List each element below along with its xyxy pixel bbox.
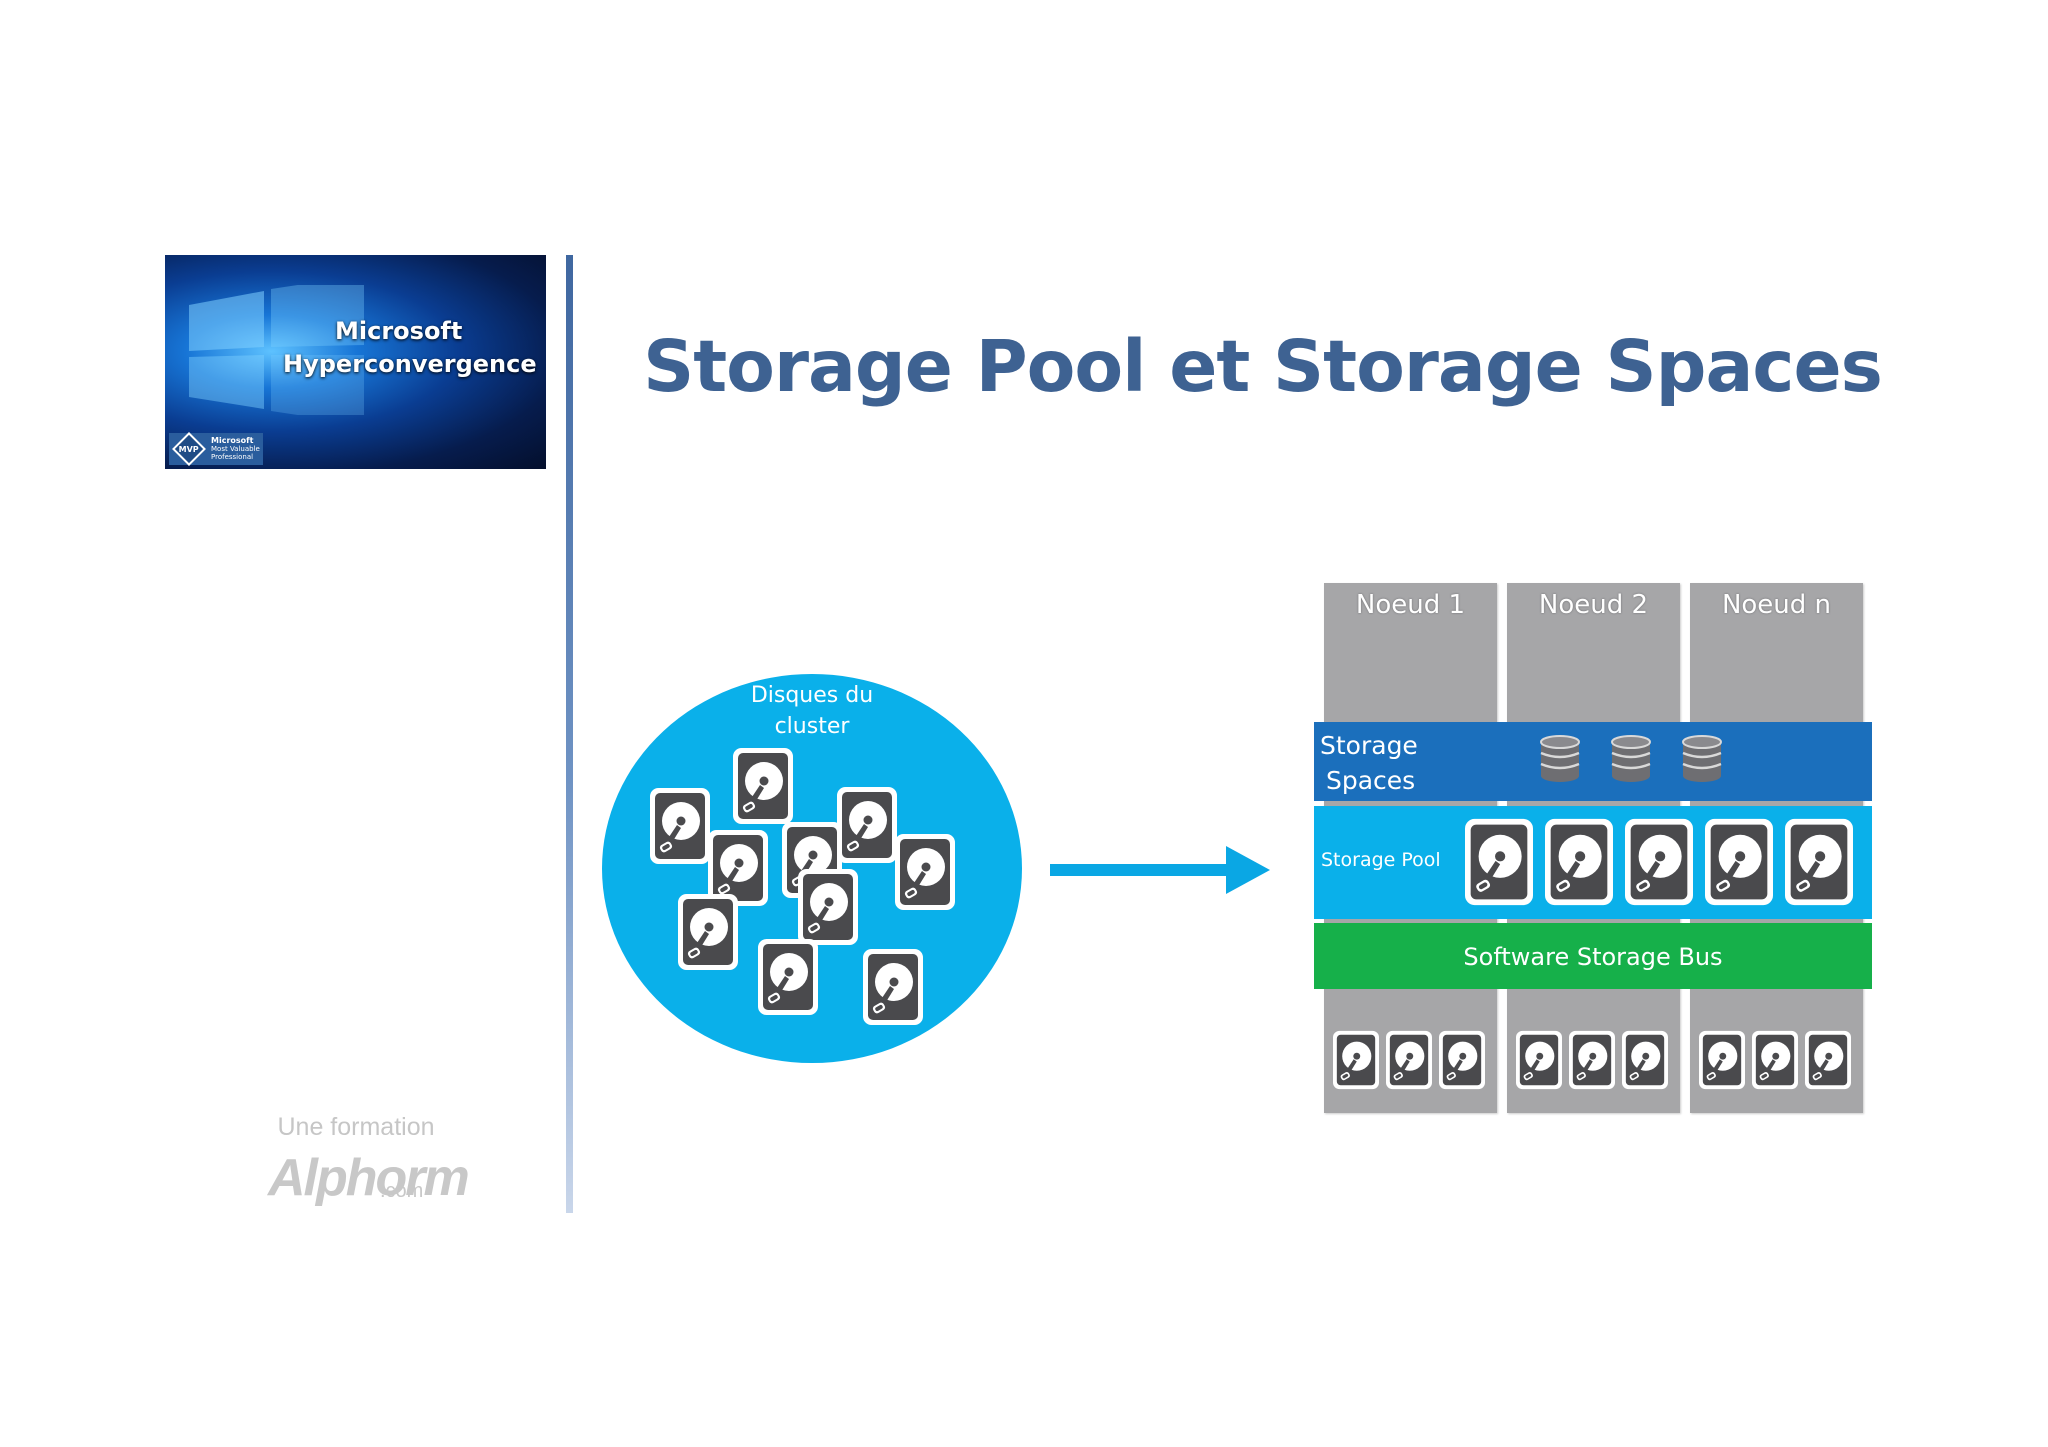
hard-disk-icon [837,785,897,865]
hard-disk-icon [1439,1029,1485,1091]
storage-spaces-label-line2: Spaces [1326,766,1416,795]
hard-disk-icon [650,786,710,866]
hard-disk-icon [678,892,738,972]
hard-disk-icon [758,937,818,1017]
mvp-logo-icon: MVP [172,432,206,466]
course-title-line1: Microsoft [335,317,463,345]
hard-disk-icon [1752,1029,1798,1091]
storage-spaces-layer [1314,722,1872,801]
mvp-badge: MVP Microsoft Most Valuable Professional [169,432,263,466]
hard-disk-icon [1625,816,1693,908]
node-label-1: Noeud 1 [1355,590,1466,620]
hard-disk-icon [1699,1029,1745,1091]
hard-disk-icon [863,947,923,1027]
hard-disk-icon [1705,816,1773,908]
vertical-divider [566,255,573,1213]
course-thumbnail: Microsoft Hyperconvergence MVP Microsoft… [165,255,546,469]
database-icon [1680,734,1724,784]
hard-disk-icon [1545,816,1613,908]
cluster-label-line2: cluster [774,714,850,739]
storage-pool-label: Storage Pool [1321,849,1441,871]
hard-disk-icon [1805,1029,1851,1091]
mvp-line1: Most Valuable [211,445,260,453]
hard-disk-icon [1465,816,1533,908]
alphorm-logo: Alphorm [268,1149,470,1207]
hard-disk-icon [1386,1029,1432,1091]
node-label-2: Noeud 2 [1538,590,1649,620]
hard-disk-icon [1622,1029,1668,1091]
node-label-n: Noeud n [1721,590,1832,620]
mvp-brand: Microsoft [211,436,254,445]
slide-title: Storage Pool et Storage Spaces [643,325,1883,408]
software-storage-bus-label: Software Storage Bus [1463,943,1723,971]
course-title-line2: Hyperconvergence [283,350,537,378]
hard-disk-icon [733,746,793,826]
alphorm-logo-suffix: .com [380,1180,424,1202]
hard-disk-icon [1569,1029,1615,1091]
storage-spaces-label-line1: Storage [1320,731,1418,760]
storage-spaces-label: Storage Spaces [1320,728,1418,798]
hard-disk-icon [798,867,858,947]
database-icon [1609,734,1653,784]
brand-tagline: Une formation [277,1113,435,1141]
hard-disk-icon [895,832,955,912]
windows-logo-icon [189,285,364,415]
software-storage-bus-layer [1314,923,1872,989]
cluster-label: Disques du cluster [602,680,1022,742]
database-icon [1538,734,1582,784]
cluster-label-line1: Disques du [750,683,874,708]
arrow-right-icon [1050,864,1230,876]
hard-disk-icon [1516,1029,1562,1091]
mvp-line2: Professional [211,453,254,461]
arrow-head-icon [1226,846,1270,894]
hard-disk-icon [1333,1029,1379,1091]
hard-disk-icon [1785,816,1853,908]
